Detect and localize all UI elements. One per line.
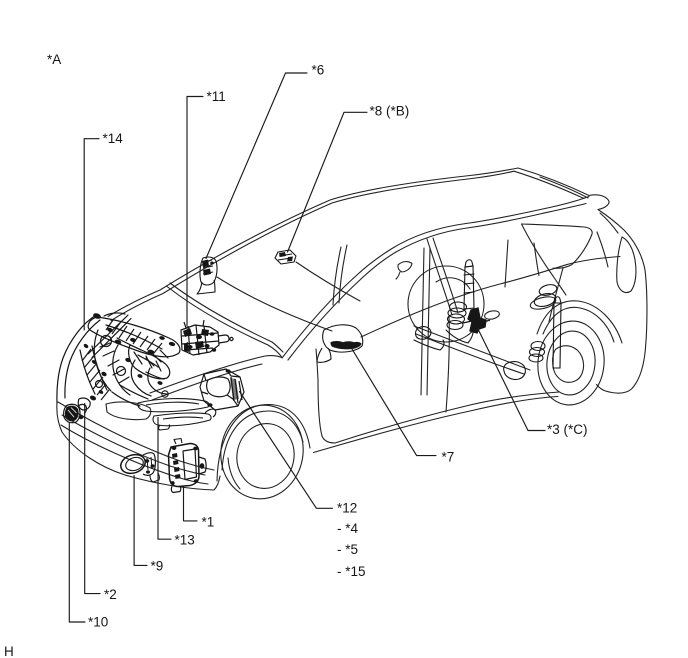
svg-text:- *5: - *5 — [337, 542, 358, 557]
svg-text:*7: *7 — [442, 450, 455, 465]
svg-text:*11: *11 — [207, 89, 226, 104]
svg-text:*9: *9 — [151, 559, 164, 574]
svg-text:*8 (*B): *8 (*B) — [370, 104, 410, 119]
svg-text:*3 (*C): *3 (*C) — [547, 422, 588, 437]
svg-text:*A: *A — [47, 52, 61, 67]
svg-text:- *15: - *15 — [337, 564, 366, 579]
svg-text:*6: *6 — [312, 63, 325, 78]
svg-text:*14: *14 — [103, 131, 124, 146]
svg-text:*13: *13 — [175, 533, 195, 548]
svg-text:*1: *1 — [202, 515, 215, 530]
svg-text:H: H — [4, 644, 14, 658]
svg-text:*12: *12 — [337, 501, 357, 516]
svg-text:*10: *10 — [88, 615, 108, 630]
svg-text:- *4: - *4 — [337, 521, 359, 536]
svg-text:*2: *2 — [104, 587, 117, 602]
